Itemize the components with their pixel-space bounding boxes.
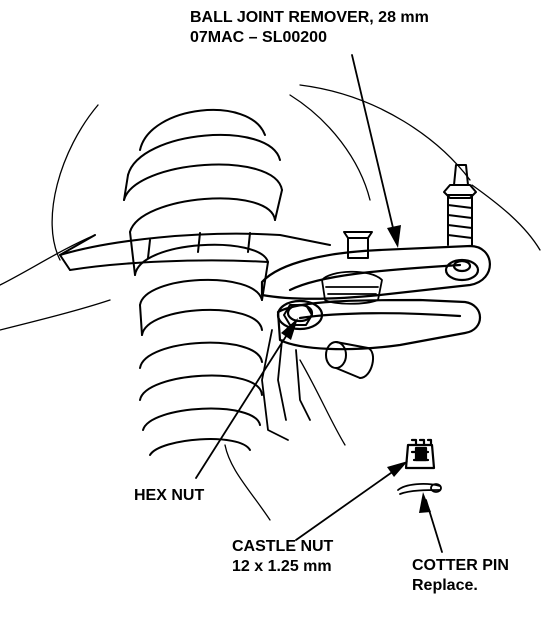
- leader-ball-joint-remover: [351, 54, 395, 233]
- label-ball-joint-remover-part-number: 07MAC – SL00200: [190, 29, 327, 46]
- hex-nut-shape: [283, 304, 313, 326]
- leader-castle-nut: [295, 467, 399, 541]
- ball-joint-boot: [321, 270, 383, 305]
- label-hex-nut: HEX NUT: [134, 487, 205, 504]
- knuckle: [261, 329, 311, 441]
- leader-hex-nut: [195, 329, 291, 479]
- arrowhead-castle-nut: [387, 461, 408, 477]
- coil-spring: [123, 108, 283, 456]
- forcing-bolt: [443, 164, 477, 246]
- castle-nut-shape: [404, 438, 436, 470]
- cotter-pin-shape: [397, 483, 442, 495]
- arrowheads: [281, 225, 431, 513]
- leader-lines: [195, 54, 443, 553]
- tool-cylinder: [325, 341, 375, 379]
- body-outline: [0, 84, 541, 521]
- label-ball-joint-remover-name: BALL JOINT REMOVER, 28 mm: [190, 9, 429, 26]
- label-ball-joint-remover: BALL JOINT REMOVER, 28 mm 07MAC – SL0020…: [190, 8, 429, 48]
- label-cotter-pin-note: Replace.: [412, 577, 478, 594]
- label-cotter-pin: COTTER PIN Replace.: [412, 556, 509, 596]
- label-castle-nut-size: 12 x 1.25 mm: [232, 558, 332, 575]
- label-castle-nut-name: CASTLE NUT: [232, 538, 334, 555]
- label-castle-nut: CASTLE NUT 12 x 1.25 mm: [232, 537, 333, 577]
- tool-upper-plate: [260, 244, 491, 300]
- arrowhead-hex-nut: [281, 318, 298, 340]
- label-cotter-pin-name: COTTER PIN: [412, 557, 509, 574]
- tool-bolt: [343, 231, 373, 259]
- upper-control-arm: [59, 232, 331, 271]
- arrowhead-cotter-pin: [419, 492, 431, 513]
- arrowhead-ball-joint-remover: [387, 225, 401, 248]
